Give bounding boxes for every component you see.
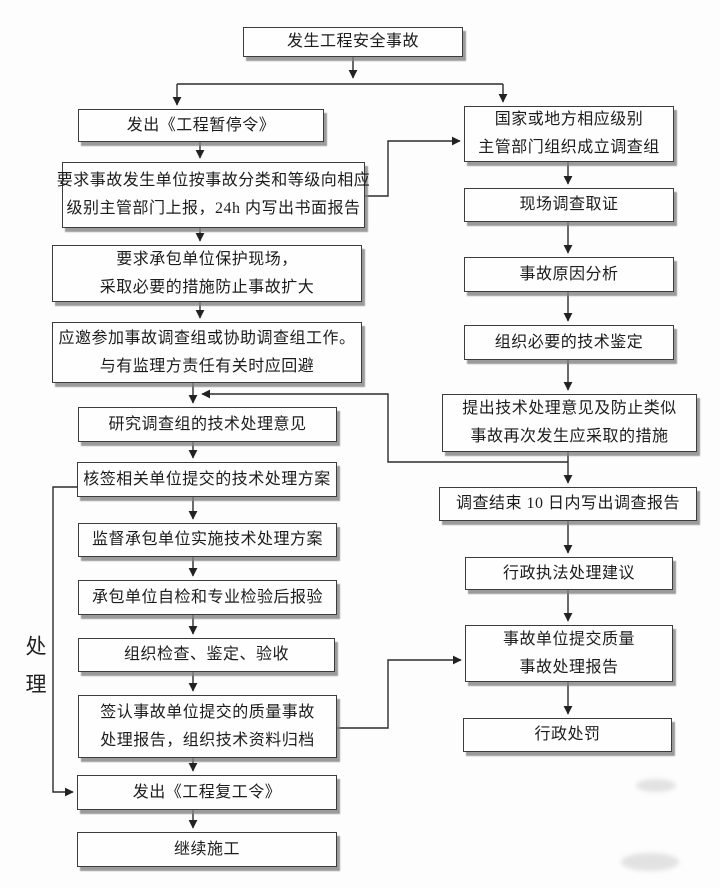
- node-label-line2: 处理报告，组织技术资料归档: [100, 731, 315, 749]
- node-countersign-treatment-scheme: 核签相关单位提交的技术处理方案: [77, 462, 337, 497]
- node-label-line2: 事故再次发生应采取的措施: [470, 428, 669, 445]
- node-label-line1: 签认事故单位提交的质量事故: [100, 703, 315, 721]
- node-protect-site: 要求承包单位保护现场， 采取必要的措施防止事故扩大: [52, 245, 362, 302]
- node-supervise-scheme-implementation: 监督承包单位实施技术处理方案: [78, 523, 337, 557]
- node-contractor-self-check: 承包单位自检和专业检验后报验: [78, 580, 337, 615]
- node-label-line2: 级别主管部门上报，24h 内写出书面报告: [66, 200, 361, 217]
- node-submit-quality-accident-report: 事故单位提交质量 事故处理报告: [465, 625, 673, 682]
- node-label-line1: 事故单位提交质量: [502, 630, 635, 648]
- node-technical-appraisal: 组织必要的技术鉴定: [464, 325, 674, 360]
- node-site-investigation-evidence: 现场调查取证: [464, 188, 674, 222]
- side-label-handling: 处理: [23, 635, 47, 711]
- node-label-line2: 事故处理报告: [519, 658, 619, 676]
- node-label: 继续施工: [173, 840, 240, 858]
- node-label: 监督承包单位实施技术处理方案: [91, 531, 323, 549]
- node-label: 行政执法处理建议: [502, 564, 635, 582]
- node-cause-analysis: 事故原因分析: [464, 257, 674, 292]
- node-accident-occurs: 发生工程安全事故: [243, 27, 463, 57]
- node-report-to-authority: 要求事故发生单位按事故分类和等级向相应 级别主管部门上报，24h 内写出书面报告: [57, 162, 370, 228]
- watermark-smudge: [621, 853, 679, 871]
- node-issue-suspension-order: 发出《工程暂停令》: [78, 109, 324, 142]
- node-administrative-penalty: 行政处罚: [463, 718, 672, 752]
- node-label-line2: 与有监理方责任有关时应回避: [99, 357, 315, 375]
- node-label: 现场调查取证: [519, 196, 619, 214]
- node-label-line1: 提出技术处理意见及防止类似: [462, 400, 677, 418]
- node-label-line1: 要求承包单位保护现场，: [116, 250, 298, 268]
- node-label: 研究调查组的技术处理意见: [108, 415, 307, 433]
- node-label: 承包单位自检和专业检验后报验: [91, 588, 323, 606]
- node-label-line1: 应邀参加事故调查组或协助调查组工作。: [58, 329, 356, 347]
- node-law-enforcement-suggestion: 行政执法处理建议: [465, 557, 673, 590]
- node-join-investigation-team: 应邀参加事故调查组或协助调查组工作。 与有监理方责任有关时应回避: [52, 322, 362, 383]
- node-label: 发出《工程暂停令》: [126, 116, 276, 134]
- node-propose-treatment-measures: 提出技术处理意见及防止类似 事故再次发生应采取的措施: [442, 394, 697, 452]
- node-issue-resume-order: 发出《工程复工令》: [77, 775, 337, 810]
- node-label: 调查结束 10 日内写出调查报告: [455, 495, 680, 513]
- node-sign-report-archive: 签认事故单位提交的质量事故 处理报告，组织技术资料归档: [78, 695, 337, 758]
- node-label: 事故原因分析: [519, 265, 619, 283]
- node-continue-construction: 继续施工: [77, 832, 337, 867]
- node-label: 组织检查、鉴定、验收: [123, 646, 289, 664]
- node-label: 组织必要的技术鉴定: [494, 333, 644, 351]
- node-label: 发生工程安全事故: [286, 33, 419, 51]
- node-label-line1: 国家或地方相应级别: [494, 111, 644, 129]
- watermark-smudge: [636, 779, 676, 792]
- node-label-line2: 主管部门组织成立调查组: [478, 139, 660, 156]
- node-investigation-report: 调查结束 10 日内写出调查报告: [439, 487, 697, 521]
- node-organize-inspection-acceptance: 组织检查、鉴定、验收: [78, 638, 335, 672]
- node-label: 核签相关单位提交的技术处理方案: [83, 470, 331, 488]
- node-label-line1: 要求事故发生单位按事故分类和等级向相应: [56, 172, 371, 190]
- node-label-line2: 采取必要的措施防止事故扩大: [99, 278, 315, 296]
- node-form-investigation-team: 国家或地方相应级别 主管部门组织成立调查组: [464, 106, 674, 162]
- node-label: 行政处罚: [534, 726, 601, 744]
- node-study-technical-opinions: 研究调查组的技术处理意见: [78, 407, 337, 442]
- node-label: 发出《工程复工令》: [132, 783, 282, 801]
